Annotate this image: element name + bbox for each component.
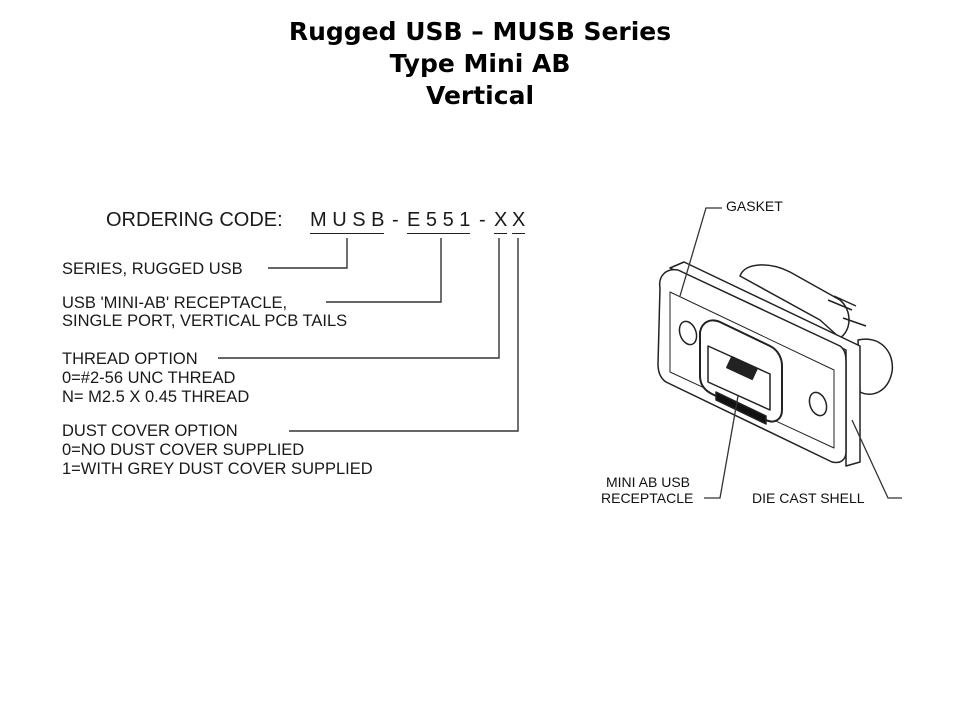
- code-dash-1: -: [392, 209, 399, 231]
- mounting-hole-left: [678, 320, 698, 346]
- mounting-hole-right: [808, 391, 828, 417]
- shell-leader: [851, 419, 902, 499]
- page-subtitle-type: Type Mini AB: [389, 49, 571, 78]
- shell-side: [669, 261, 861, 467]
- rear-body-lower: [857, 338, 894, 395]
- receptacle-code: E 5 5 1: [407, 208, 471, 234]
- code-dash-2: -: [479, 209, 486, 231]
- thread-leader: [218, 238, 500, 359]
- thread-option-title: THREAD OPTION: [62, 350, 198, 368]
- series-code: M U S B: [310, 208, 385, 234]
- receptacle-leader-callout: [704, 395, 739, 499]
- gasket-label: GASKET: [726, 198, 783, 214]
- contact-strip: [726, 355, 758, 381]
- thread-option-0: 0=#2-56 UNC THREAD: [62, 369, 236, 387]
- dust-cover-option-0: 0=NO DUST COVER SUPPLIED: [62, 441, 305, 459]
- dust-cover-leader: [289, 238, 519, 432]
- pcb-tails: [715, 391, 767, 425]
- ordering-code-label: ORDERING CODE:: [106, 209, 283, 231]
- receptacle-leader: [326, 238, 442, 303]
- receptacle-description-line2: SINGLE PORT, VERTICAL PCB TAILS: [62, 312, 348, 330]
- dust-cover-option-title: DUST COVER OPTION: [62, 422, 238, 440]
- receptacle-label-line1: MINI AB USB: [606, 474, 691, 490]
- receptacle-label-line2: RECEPTACLE: [601, 490, 694, 506]
- page-subtitle-orientation: Vertical: [425, 81, 535, 110]
- shell-label: DIE CAST SHELL: [752, 490, 865, 506]
- gasket-outline: [669, 291, 835, 449]
- thread-code: X: [494, 208, 508, 234]
- receptacle-description-line1: USB 'MINI-AB' RECEPTACLE,: [62, 294, 288, 312]
- page-title: Rugged USB – MUSB Series: [288, 17, 672, 46]
- dust-cover-code: X: [512, 208, 526, 234]
- rear-body-upper: [739, 264, 850, 339]
- thread-option-n: N= M2.5 X 0.45 THREAD: [62, 388, 250, 406]
- series-leader: [268, 238, 348, 269]
- gasket-leader: [679, 207, 722, 297]
- dust-cover-option-1: 1=WITH GREY DUST COVER SUPPLIED: [62, 460, 373, 478]
- series-description: SERIES, RUGGED USB: [62, 260, 243, 278]
